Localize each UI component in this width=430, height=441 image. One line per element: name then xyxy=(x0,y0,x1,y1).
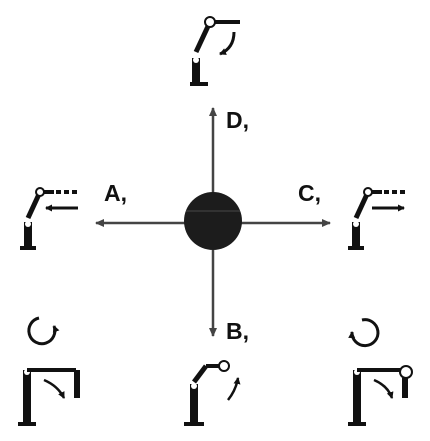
robot-arm-rotate-ccw-icon xyxy=(18,316,80,426)
robot-arm-rotate-cw-icon xyxy=(348,318,413,426)
label-down: B, xyxy=(226,318,249,344)
label-right: C, xyxy=(298,180,321,206)
label-up: D, xyxy=(226,107,249,133)
robot-arm-move-left-icon xyxy=(20,187,78,250)
label-left: A, xyxy=(104,180,127,206)
axis-arrows xyxy=(95,107,331,337)
robot-arm-curl-up-icon xyxy=(184,360,241,426)
joystick-knob xyxy=(184,192,242,250)
robot-arm-rotate-wrist-icon xyxy=(190,16,240,86)
robot-arm-move-right-icon xyxy=(348,187,406,250)
